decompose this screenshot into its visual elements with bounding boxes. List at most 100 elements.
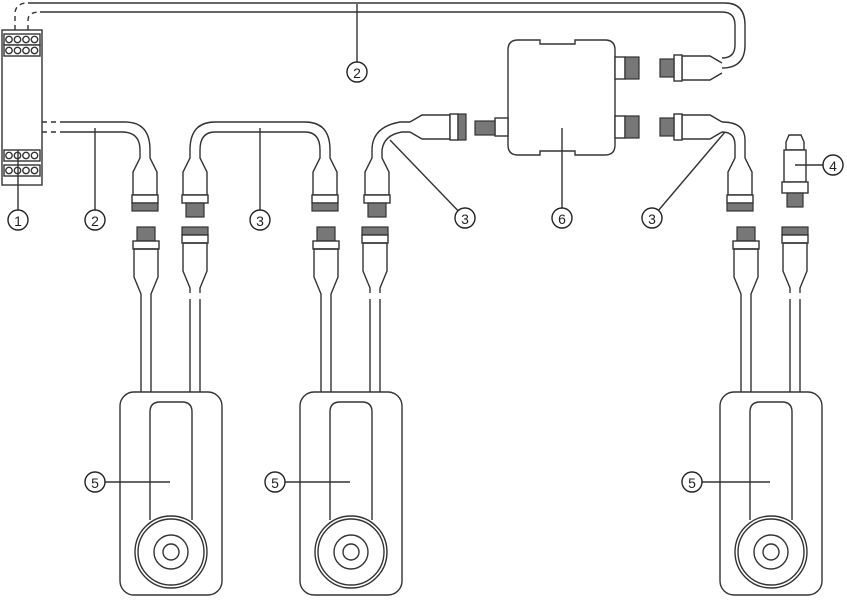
callouts: 1 2 2 3 3 6 3 4 5 5 5 bbox=[7, 4, 844, 493]
connector-collar bbox=[726, 194, 754, 204]
callout-power-supply: 1 bbox=[7, 150, 29, 231]
dashed-wire bbox=[27, 11, 41, 30]
callout-circle bbox=[84, 471, 106, 493]
connector-collar bbox=[132, 240, 160, 250]
cable-2-left-connector bbox=[131, 150, 159, 212]
sensor-lens bbox=[762, 543, 780, 561]
connector-body bbox=[364, 150, 390, 196]
connector-collar bbox=[361, 234, 389, 244]
screw-terminal-icon bbox=[30, 151, 39, 160]
connector-body bbox=[362, 243, 388, 293]
callout-number: 2 bbox=[91, 213, 99, 229]
callout-number: 5 bbox=[271, 475, 279, 491]
screw-terminal-icon bbox=[13, 35, 22, 44]
leader-line bbox=[389, 139, 459, 212]
terminator-body bbox=[783, 149, 807, 183]
callout-circle bbox=[346, 61, 368, 83]
connector-collar bbox=[363, 194, 391, 204]
cable-2-left bbox=[42, 121, 151, 151]
callout-number: 3 bbox=[461, 211, 469, 227]
sensor-lens bbox=[162, 543, 180, 561]
connector-body bbox=[409, 114, 451, 140]
connector-body bbox=[133, 249, 159, 299]
connector-band bbox=[131, 202, 159, 212]
connector-body bbox=[182, 243, 208, 293]
connector-pin bbox=[659, 58, 675, 78]
connector-collar bbox=[131, 194, 159, 204]
sensor-cable bbox=[320, 299, 381, 392]
connector-body bbox=[132, 150, 158, 196]
connector-pin bbox=[316, 226, 336, 242]
connector-body bbox=[733, 249, 759, 299]
sensor-lens bbox=[342, 543, 360, 561]
dashed-wire bbox=[42, 121, 65, 133]
callout-sensor-1: 5 bbox=[84, 471, 170, 493]
callout-number: 4 bbox=[829, 158, 837, 174]
terminal-strip bbox=[3, 164, 41, 177]
callout-circle bbox=[822, 154, 844, 176]
connector-collar bbox=[449, 113, 459, 141]
cable-3-link-2 bbox=[363, 113, 467, 218]
sensor-slot bbox=[749, 401, 793, 520]
connector-collar bbox=[673, 113, 683, 141]
screw-terminal-icon bbox=[5, 166, 13, 175]
connector-collar bbox=[781, 234, 809, 244]
callout-number: 3 bbox=[256, 213, 264, 229]
hub-port-band bbox=[624, 56, 640, 80]
screw-terminal-icon bbox=[30, 35, 39, 44]
terminator-cap bbox=[785, 134, 805, 151]
terminator bbox=[781, 134, 809, 208]
callout-cable-left: 2 bbox=[346, 4, 368, 83]
callout-circle bbox=[264, 471, 286, 493]
screw-terminal-icon bbox=[22, 35, 30, 44]
cable-line bbox=[371, 121, 418, 151]
callout-circle bbox=[641, 207, 663, 229]
callout-number: 5 bbox=[688, 475, 696, 491]
hub-body bbox=[507, 39, 616, 156]
leader-line bbox=[657, 131, 726, 211]
callout-cable-link-3: 3 bbox=[641, 131, 726, 229]
callout-circle bbox=[84, 209, 106, 231]
screw-terminal-icon bbox=[22, 46, 30, 55]
power-supply-module bbox=[1, 29, 43, 186]
screw-terminal-icon bbox=[30, 46, 39, 55]
callout-hub: 6 bbox=[551, 128, 573, 229]
connector-band bbox=[726, 202, 754, 212]
screw-terminal-icon bbox=[5, 46, 13, 55]
cable-line bbox=[40, 11, 736, 59]
connector-collar bbox=[312, 240, 340, 250]
connector-body bbox=[182, 150, 208, 196]
callout-number: 1 bbox=[14, 213, 22, 229]
callout-number: 5 bbox=[91, 475, 99, 491]
connector-collar bbox=[311, 194, 339, 204]
hub-device bbox=[474, 39, 723, 156]
connector-collar bbox=[181, 234, 209, 244]
cable-line bbox=[721, 121, 746, 150]
dashed-wire bbox=[14, 2, 29, 30]
terminator-collar bbox=[781, 181, 809, 194]
sensor-cable bbox=[740, 299, 801, 392]
connector-pin bbox=[185, 202, 205, 218]
screw-terminal-icon bbox=[5, 35, 13, 44]
sensor-1 bbox=[119, 226, 223, 596]
terminal-strip bbox=[3, 149, 41, 162]
connector-pin bbox=[659, 117, 675, 137]
connector-body bbox=[782, 243, 808, 293]
sensor-2 bbox=[299, 226, 403, 596]
connector-band bbox=[457, 113, 467, 141]
diagram-structure bbox=[1, 2, 823, 596]
connector-body bbox=[313, 249, 339, 299]
callout-circle bbox=[454, 207, 476, 229]
screw-terminal-icon bbox=[13, 46, 22, 55]
connector-pin bbox=[736, 226, 756, 242]
callout-sensor-3: 5 bbox=[681, 471, 770, 493]
callout-circle bbox=[249, 209, 271, 231]
callout-number: 6 bbox=[558, 211, 566, 227]
terminal-strip bbox=[3, 44, 41, 57]
callout-cable-link-2: 3 bbox=[389, 139, 476, 229]
connector-body bbox=[312, 150, 338, 196]
cable-line bbox=[65, 121, 151, 151]
callout-cable-top: 2 bbox=[84, 128, 106, 231]
screw-terminal-icon bbox=[5, 151, 13, 160]
